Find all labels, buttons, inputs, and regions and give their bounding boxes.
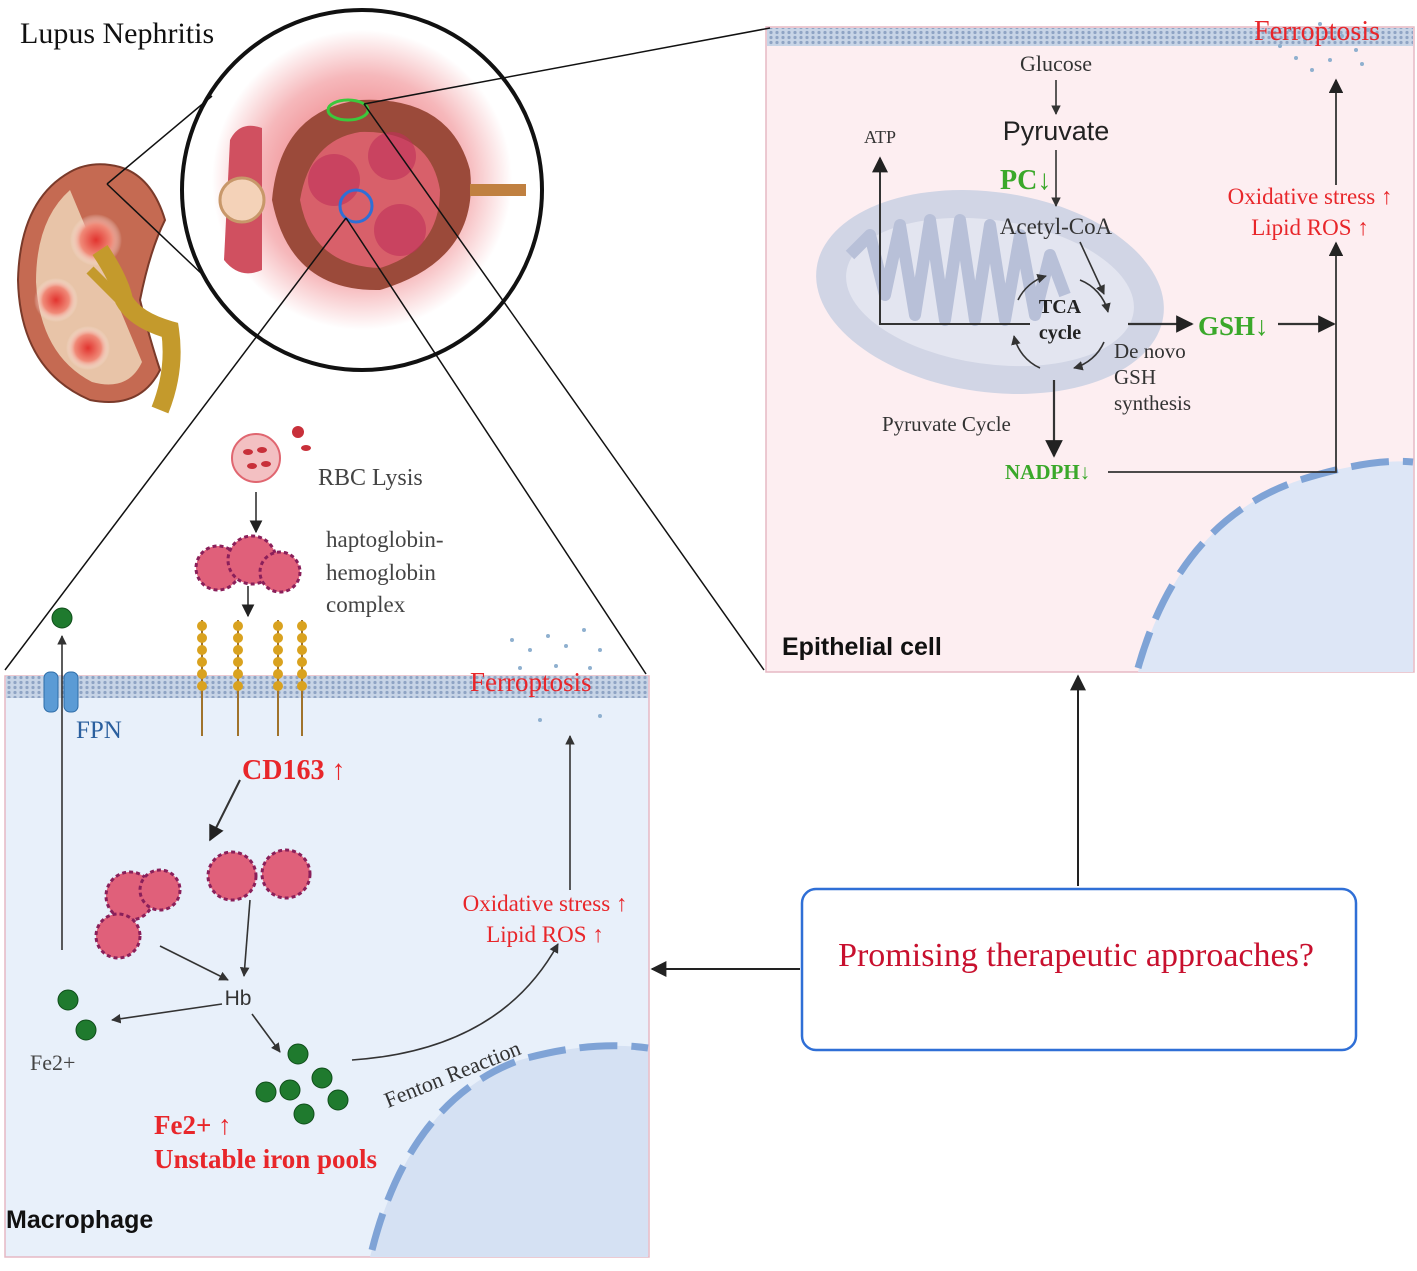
epithelial-panel-label: Epithelial cell xyxy=(782,633,942,661)
hh-complex-outer xyxy=(194,534,302,594)
fe2-up-label: Fe2+ ↑ xyxy=(154,1110,232,1140)
cd163-receptors xyxy=(197,620,307,736)
glucose-label: Glucose xyxy=(1020,51,1092,76)
macrophage-ferroptosis-label: Ferroptosis xyxy=(470,667,592,697)
hh-complex-line1: haptoglobin- xyxy=(326,527,444,552)
fe2-label: Fe2+ xyxy=(30,1050,75,1075)
fpn-label: FPN xyxy=(76,717,122,744)
kidney-illustration xyxy=(16,163,181,414)
connector-lines xyxy=(4,27,771,675)
epithelial-nucleus xyxy=(1138,461,1413,672)
epithelial-membrane xyxy=(767,28,1413,46)
hh-complex-line3: complex xyxy=(326,592,406,617)
epithelial-ferroptosis-label: Ferroptosis xyxy=(1254,16,1380,47)
therapy-box xyxy=(800,887,1358,1052)
pyruvate-label: Pyruvate xyxy=(1003,116,1110,146)
macrophage-oxidative-stress: Oxidative stress ↑ xyxy=(463,891,628,916)
mitochondrion xyxy=(816,190,1164,394)
unstable-iron-label: Unstable iron pools xyxy=(154,1144,377,1174)
therapy-label: Promising therapeutic approaches? xyxy=(838,937,1314,974)
de-novo-line3: synthesis xyxy=(1114,391,1191,415)
therapy-arrows xyxy=(650,674,1086,977)
rbc-lysis-label: RBC Lysis xyxy=(318,465,423,491)
glomerulus-zoom xyxy=(180,8,544,372)
epithelial-arrows xyxy=(872,78,1344,473)
epithelial-lipid-ros: Lipid ROS ↑ xyxy=(1251,215,1369,240)
macrophage-lipid-ros: Lipid ROS ↑ xyxy=(486,922,604,947)
macrophage-arrows xyxy=(57,492,575,1061)
fpn-channel xyxy=(43,671,79,713)
epithelial-oxidative-stress: Oxidative stress ↑ xyxy=(1228,184,1393,209)
acetyl-coa-label: Acetyl-CoA xyxy=(1000,214,1113,239)
ferroptosis-dots-epithelial xyxy=(1278,22,1370,72)
cd163-label: CD163 ↑ xyxy=(242,755,345,786)
tca-label-line1: TCA xyxy=(1039,296,1082,318)
hh-complex-line2: hemoglobin xyxy=(326,560,436,585)
nadph-label: NADPH↓ xyxy=(1005,460,1090,484)
page-title: Lupus Nephritis xyxy=(20,17,214,50)
de-novo-line1: De novo xyxy=(1114,339,1186,363)
hb-cluster-right xyxy=(206,848,312,902)
macrophage-panel xyxy=(4,426,650,1258)
hb-label: Hb xyxy=(225,987,252,1010)
pyruvate-cycle-label: Pyruvate Cycle xyxy=(882,412,1011,436)
hb-cluster-left xyxy=(94,868,182,960)
pc-label: PC↓ xyxy=(1000,165,1051,196)
tca-cycle-arrows xyxy=(1011,273,1111,371)
ferroptosis-dots-macrophage xyxy=(510,628,602,722)
hemoglobin-complexes xyxy=(94,534,312,960)
atp-label: ATP xyxy=(864,127,896,147)
gsh-label: GSH↓ xyxy=(1198,311,1269,341)
macrophage-panel-label: Macrophage xyxy=(6,1206,153,1234)
macrophage-membrane xyxy=(6,676,648,698)
de-novo-line2: GSH xyxy=(1114,365,1156,389)
macrophage-nucleus xyxy=(370,1045,648,1257)
iron-dots xyxy=(51,607,349,1125)
epithelial-panel xyxy=(765,22,1415,673)
rbc-lysis-cell xyxy=(231,426,311,483)
tca-label-line2: cycle xyxy=(1039,322,1081,344)
